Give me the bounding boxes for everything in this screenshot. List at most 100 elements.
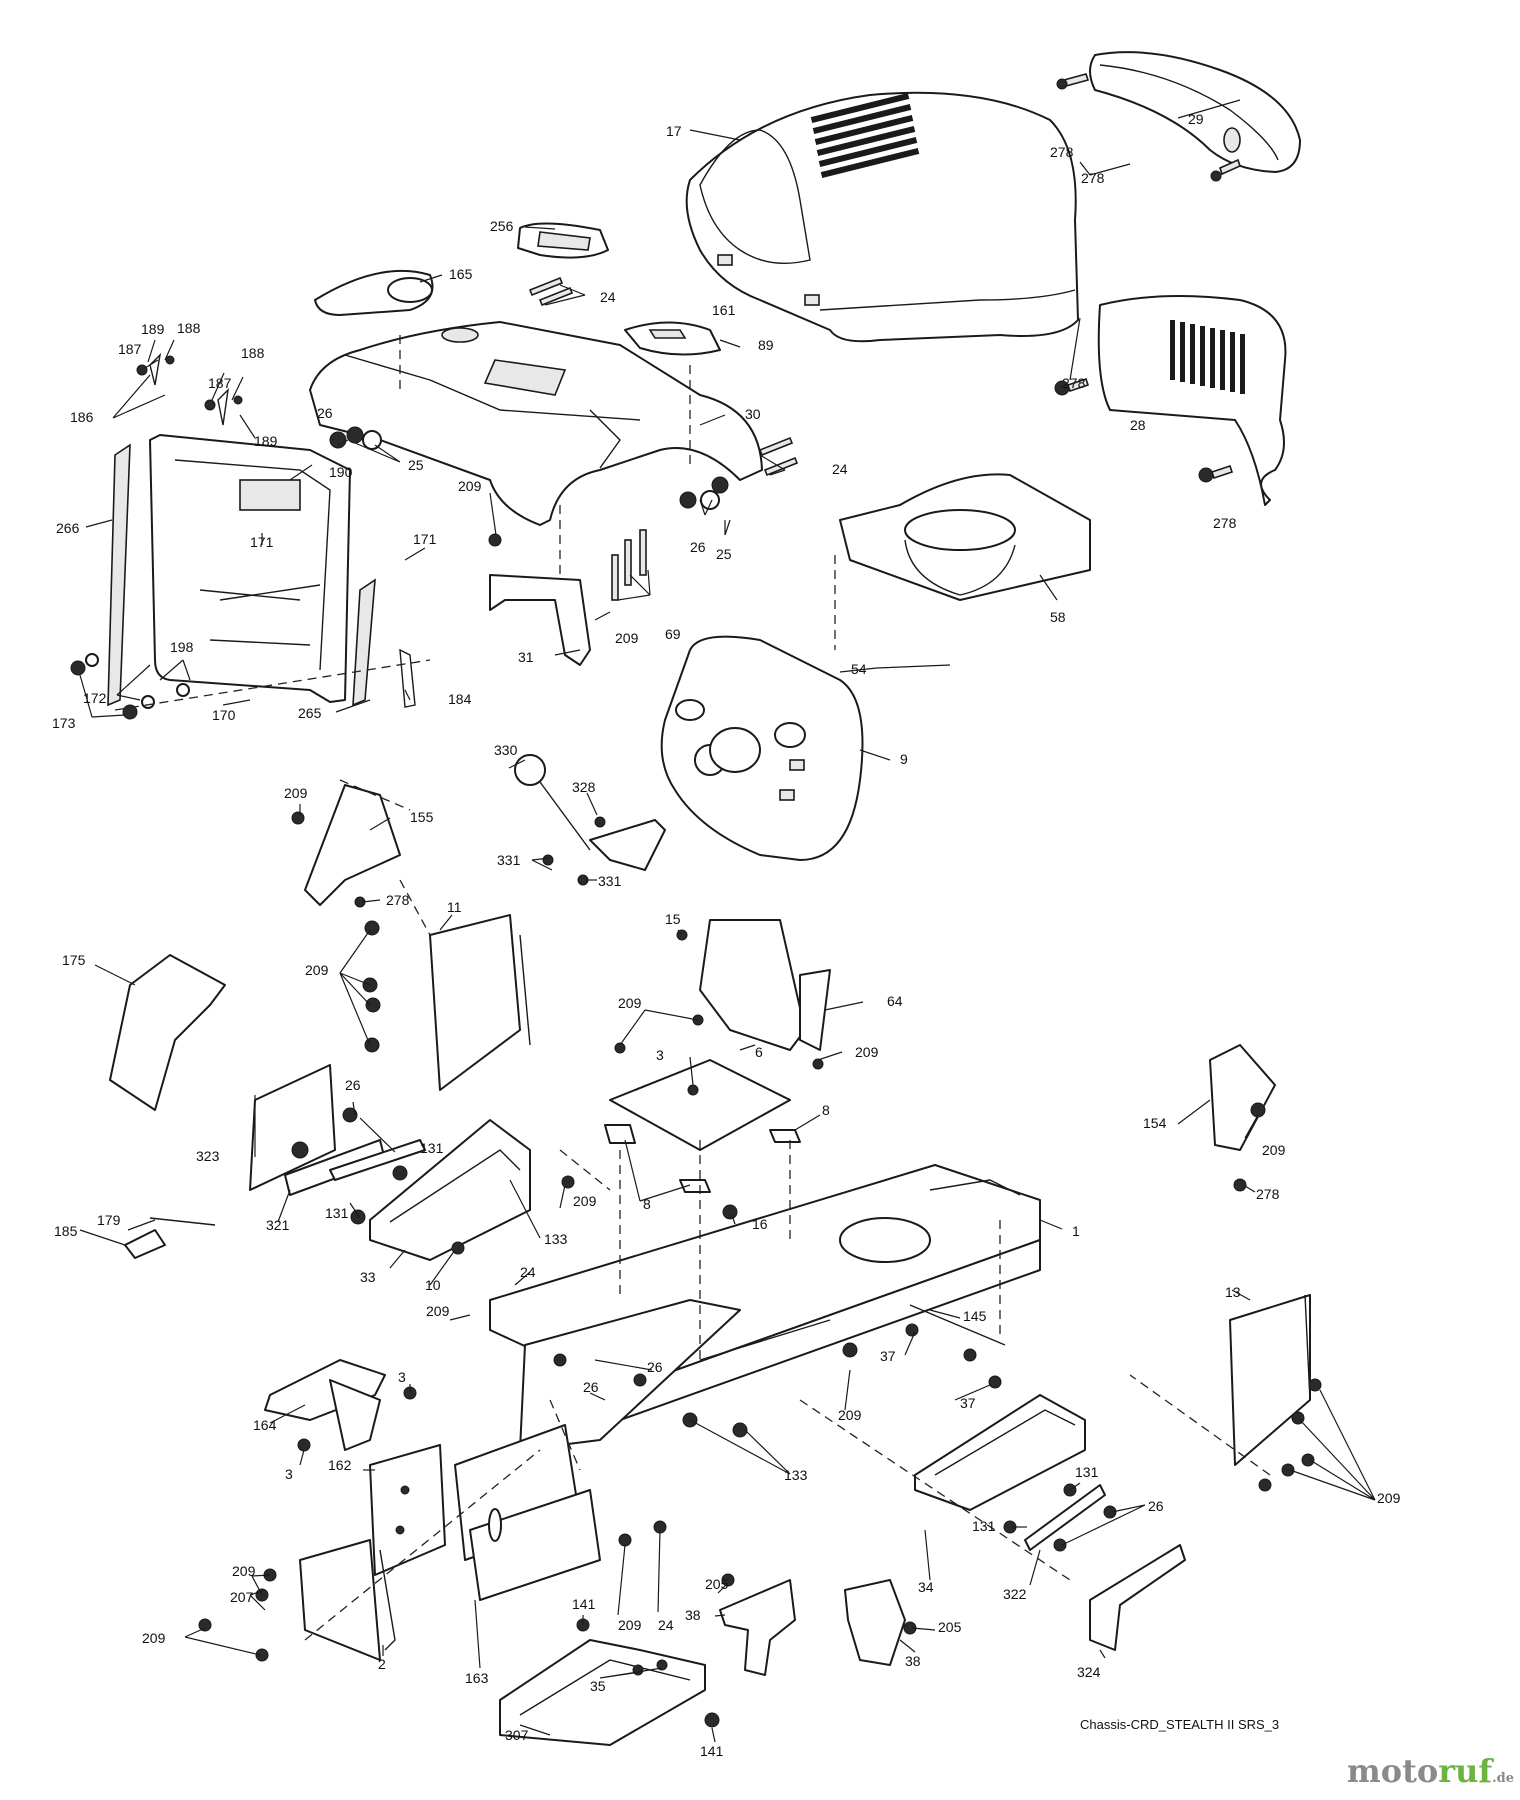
logo-brand: moto <box>1346 1752 1439 1790</box>
strip-321 <box>284 1139 426 1196</box>
callout-307: 307 <box>505 1727 529 1743</box>
plate-6 <box>604 1014 824 1220</box>
callout-324: 324 <box>1077 1664 1101 1680</box>
leader-lines <box>79 99 1376 1743</box>
callout-175: 175 <box>62 952 86 968</box>
callout-133b: 133 <box>784 1467 808 1483</box>
logo-suffix: .de <box>1492 1771 1514 1786</box>
callout-34: 34 <box>918 1579 934 1595</box>
callout-35: 35 <box>590 1678 606 1694</box>
callout-207: 207 <box>230 1589 254 1605</box>
panel-170 <box>70 584 321 720</box>
callout-163: 163 <box>465 1670 489 1686</box>
bracket-64 <box>676 919 831 1051</box>
plate-324 <box>1089 1544 1186 1651</box>
plate-323 <box>249 1064 408 1225</box>
callout-131c: 131 <box>1075 1464 1099 1480</box>
callout-141b: 141 <box>700 1743 724 1759</box>
callout-141: 141 <box>572 1596 596 1612</box>
callout-133: 133 <box>544 1231 568 1247</box>
callout-11: 11 <box>447 899 462 915</box>
callout-189b: 189 <box>254 433 278 449</box>
side-grille <box>1097 295 1287 506</box>
callout-69: 69 <box>665 626 681 642</box>
callout-165: 165 <box>449 266 473 282</box>
callout-162: 162 <box>328 1457 352 1473</box>
callout-209: 209 <box>458 478 482 494</box>
callout-3b: 3 <box>398 1369 406 1385</box>
callout-24c: 24 <box>520 1264 536 1280</box>
dash-9 <box>660 635 864 861</box>
callout-209e: 209 <box>618 995 642 1011</box>
callout-172: 172 <box>83 690 107 706</box>
callout-179: 179 <box>97 1212 121 1228</box>
callout-3c: 3 <box>285 1466 293 1482</box>
callout-26c: 26 <box>345 1077 361 1093</box>
callout-3: 3 <box>656 1047 664 1063</box>
callout-89: 89 <box>758 337 774 353</box>
callout-28: 28 <box>1130 417 1146 433</box>
callout-16: 16 <box>752 1216 768 1232</box>
callout-155: 155 <box>410 809 434 825</box>
callout-131b: 131 <box>325 1205 349 1221</box>
callout-38b: 38 <box>905 1653 921 1669</box>
callout-26d: 26 <box>647 1359 663 1375</box>
callout-189: 189 <box>141 321 165 337</box>
callout-15: 15 <box>665 911 681 927</box>
callout-209l: 209 <box>232 1563 256 1579</box>
strip-266 <box>107 443 131 707</box>
callout-170: 170 <box>212 707 236 723</box>
plate-11 <box>362 914 531 1091</box>
callout-37: 37 <box>880 1348 896 1364</box>
cup-holder <box>314 269 434 316</box>
callout-198: 198 <box>170 639 194 655</box>
strip-265 <box>352 578 376 707</box>
bracket-31 <box>489 574 591 666</box>
callout-145: 145 <box>963 1308 987 1324</box>
callout-1: 1 <box>1072 1223 1080 1239</box>
callout-131d: 131 <box>972 1518 996 1534</box>
callout-209f: 209 <box>855 1044 879 1060</box>
callout-186: 186 <box>70 409 94 425</box>
callout-188: 188 <box>177 320 201 336</box>
callout-24: 24 <box>600 289 616 305</box>
callout-266: 266 <box>56 520 80 536</box>
callout-64: 64 <box>887 993 903 1009</box>
callout-184: 184 <box>448 691 472 707</box>
bracket-145 <box>905 1304 1006 1389</box>
callout-30: 30 <box>745 406 761 422</box>
callout-190: 190 <box>329 464 353 480</box>
callout-278: 278 <box>1081 170 1105 186</box>
callout-185: 185 <box>54 1223 78 1239</box>
callout-209b: 209 <box>615 630 639 646</box>
frame-1 <box>489 1164 1041 1451</box>
callout-38: 38 <box>685 1607 701 1623</box>
callout-6: 6 <box>755 1044 763 1060</box>
callout-209d: 209 <box>305 962 329 978</box>
fuel-cover <box>517 222 609 259</box>
strip-322 <box>1024 1484 1117 1552</box>
callout-209n: 209 <box>618 1617 642 1633</box>
callout-58: 58 <box>1050 609 1066 625</box>
callout-154: 154 <box>1143 1115 1167 1131</box>
callout-131: 131 <box>420 1140 444 1156</box>
shroud-58 <box>839 473 1091 601</box>
callout-173: 173 <box>52 715 76 731</box>
callout-209h: 209 <box>573 1193 597 1209</box>
callout-24d: 24 <box>658 1617 674 1633</box>
step-34 <box>914 1394 1086 1534</box>
hood-bolts <box>1054 73 1241 483</box>
callout-13: 13 <box>1225 1284 1241 1300</box>
callout-331: 331 <box>497 852 521 868</box>
callout-33: 33 <box>360 1269 376 1285</box>
callout-328: 328 <box>572 779 596 795</box>
callout-37b: 37 <box>960 1395 976 1411</box>
callout-31: 31 <box>518 649 534 665</box>
callout-26e: 26 <box>583 1379 599 1395</box>
bracket-155 <box>291 784 401 908</box>
plate-13 <box>1229 1294 1322 1492</box>
callout-278d: 278 <box>386 892 410 908</box>
callout-26f: 26 <box>1148 1498 1164 1514</box>
callout-29: 29 <box>1188 111 1204 127</box>
